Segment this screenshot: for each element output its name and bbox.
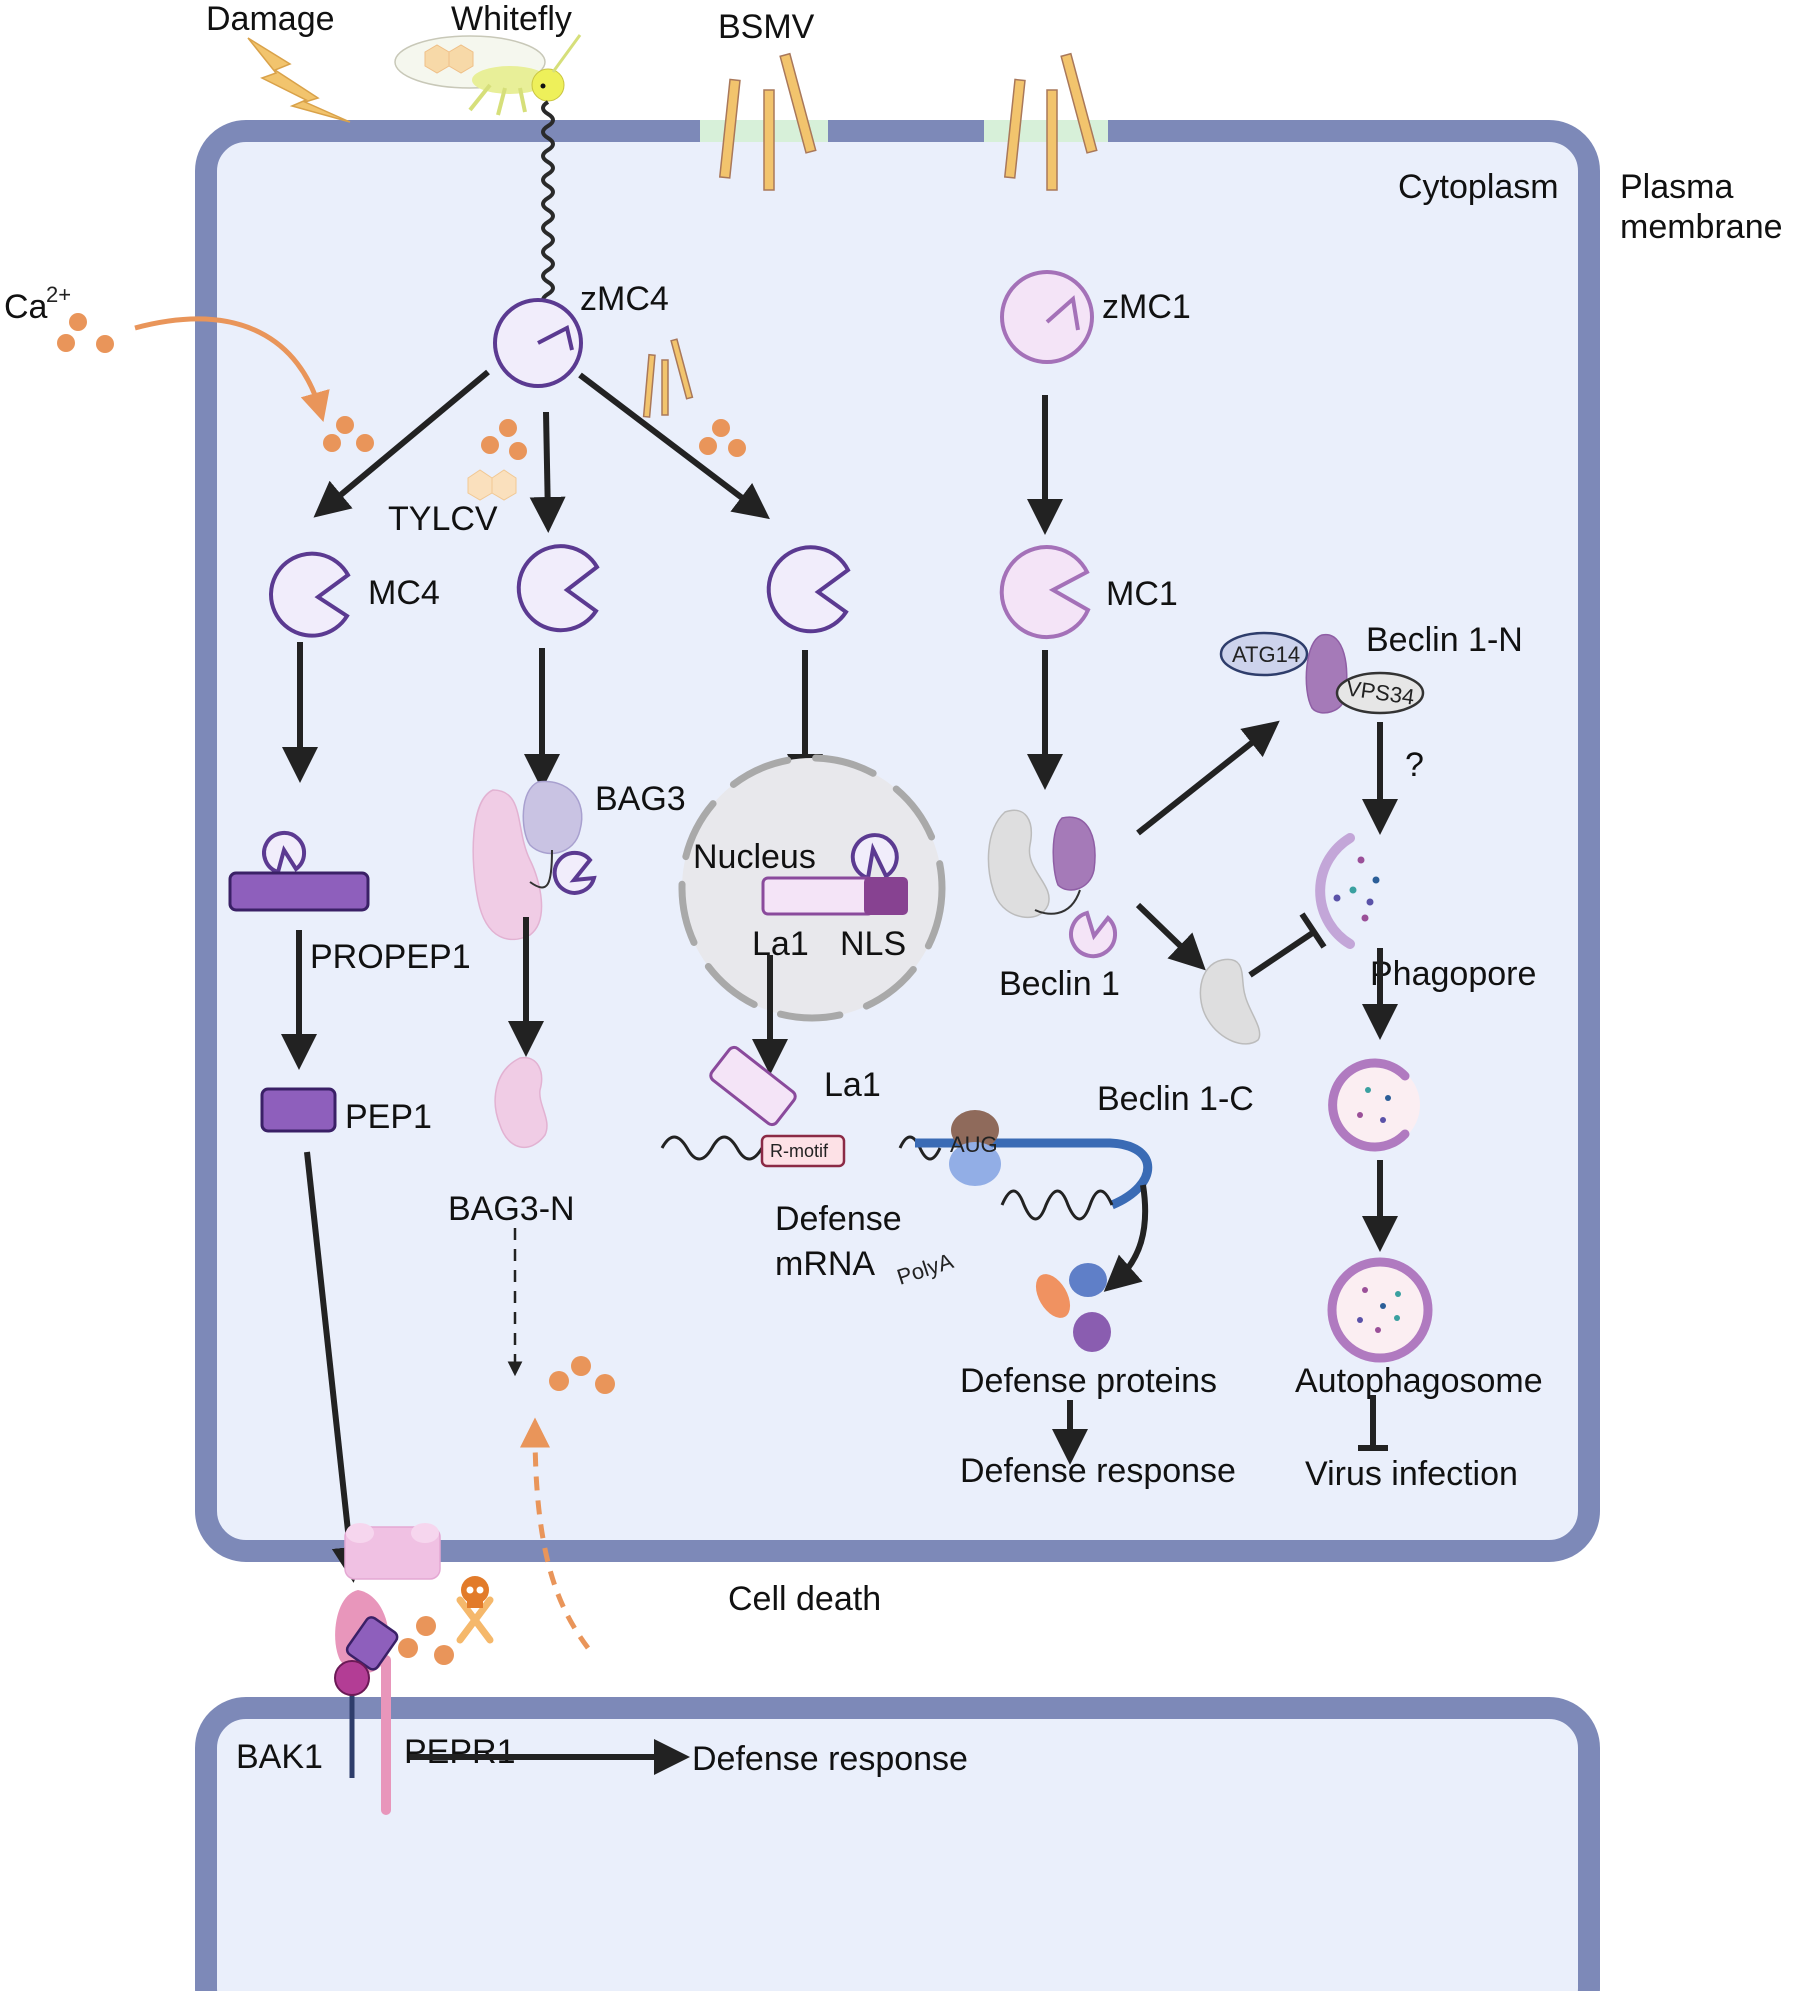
- bak1-label: BAK1: [236, 1738, 323, 1776]
- mc4-bsmv-icon: [766, 545, 851, 634]
- zmc4-icon: [493, 298, 583, 388]
- expanding-phagophore-icon: [1328, 1058, 1420, 1152]
- mc4-icon: [269, 551, 351, 638]
- beclin1-icon: [987, 809, 1118, 959]
- damage-label: Damage: [206, 0, 335, 38]
- defense-proteins-icon: [1035, 1263, 1111, 1352]
- inhibition-autophagosome-virus: [1358, 1395, 1388, 1451]
- calcium-charge: 2+: [46, 282, 71, 307]
- calcium-label: Ca: [4, 288, 48, 326]
- la1-label: La1: [824, 1066, 881, 1104]
- calcium-ions-extracellular: [398, 1616, 454, 1665]
- calcium-channel-icon: [344, 1523, 441, 1580]
- bak1-receptor-icon: [334, 1660, 370, 1778]
- pep1-icon: [260, 1087, 337, 1133]
- mrna-coding-region: [915, 1138, 1153, 1210]
- neighbor-cytoplasm: [206, 1708, 1589, 1991]
- beclin1-c-label-text: Beclin 1-C: [1097, 1080, 1254, 1118]
- arrow-beclin1-to-beclin1n: [1136, 720, 1280, 836]
- neighbor-defense-response-label: Defense response: [692, 1740, 968, 1778]
- propep1-label: PROPEP1: [310, 938, 471, 976]
- calcium-influx-arrow: [134, 316, 330, 423]
- arrow-zmc4-to-mc4: [313, 369, 490, 518]
- pepr1-receptor-icon: [335, 1590, 399, 1815]
- whitefly-icon: [394, 34, 582, 116]
- mc1-icon: [999, 545, 1091, 640]
- plasma-membrane: [195, 120, 1600, 1562]
- beclin1-c-icon: [1199, 958, 1261, 1045]
- mc4-label: MC4: [368, 574, 440, 612]
- mrna-3prime-tail: [1000, 1189, 1114, 1221]
- bsmv-label: BSMV: [718, 8, 815, 46]
- zmc1-label: zMC1: [1102, 288, 1191, 326]
- la1-icon: [709, 1045, 797, 1127]
- atg14-label: ATG14: [1232, 642, 1300, 667]
- bag3-complex-icon: [472, 780, 597, 941]
- calcium-ions-outside: [57, 313, 114, 353]
- autophagosome-label: Autophagosome: [1295, 1362, 1543, 1400]
- mc4-tylcv-icon: [516, 544, 600, 633]
- aug-label: AUG: [950, 1132, 998, 1157]
- zmc1-icon: [1000, 270, 1094, 364]
- inhibition-beclin1c-phagopore: [1248, 912, 1327, 978]
- skull-crossbones-icon: [456, 1576, 494, 1644]
- bag3-label: BAG3: [595, 780, 686, 818]
- beclin1-n-complex-icon: [1219, 631, 1425, 715]
- beclin1-n-label: Beclin 1-N: [1366, 621, 1523, 659]
- zmc4-label: zMC4: [580, 280, 669, 318]
- defense-response-label: Defense response: [960, 1452, 1236, 1490]
- pepr1-label: PEPR1: [404, 1733, 516, 1771]
- tylcv-label: TYLCV: [388, 500, 498, 538]
- defense-mrna-label-1: Defense: [775, 1200, 902, 1238]
- tylcv-virion-icon: [467, 469, 517, 501]
- unknown-step-label: ?: [1405, 746, 1424, 784]
- plasma-membrane-label-1: Plasma: [1620, 168, 1733, 206]
- phagopore-label: Phagopore: [1370, 955, 1536, 993]
- la1-nls-icon: [761, 833, 908, 916]
- pep1-label: PEP1: [345, 1098, 432, 1136]
- beclin1-label: Beclin 1: [999, 965, 1120, 1003]
- bag3-n-icon: [494, 1057, 548, 1149]
- virus-infection-label: Virus infection: [1305, 1455, 1518, 1493]
- arrow-pep1-to-pepr1: [304, 1151, 368, 1583]
- calcium-ions-tylcv: [481, 419, 527, 460]
- whitefly-label: Whitefly: [451, 0, 572, 38]
- cell-death-label: Cell death: [728, 1580, 881, 1618]
- arrow-zmc4-to-mc4-bsmv: [578, 372, 770, 520]
- cytoplasm-label: Cytoplasm: [1398, 168, 1559, 206]
- nls-label: NLS: [840, 925, 906, 963]
- propep1-icon: [228, 830, 370, 912]
- defense-proteins-label: Defense proteins: [960, 1362, 1217, 1400]
- bag3-n-label: BAG3-N: [448, 1190, 575, 1228]
- neighbor-membrane: [195, 1697, 1600, 1991]
- arrow-zmc4-to-mc4-tylcv: [529, 411, 566, 533]
- defense-mrna-label-2: mRNA: [775, 1245, 875, 1283]
- ribosome-icon: [949, 1110, 1001, 1186]
- bsmv-small-icon: [642, 338, 694, 418]
- arrow-beclin1-to-beclin1c: [1135, 902, 1206, 971]
- autophagosome-icon: [1327, 1257, 1433, 1363]
- r-motif-box: [760, 1134, 846, 1168]
- lightning-icon: [247, 37, 351, 123]
- mrna-5prime-utr: [660, 1135, 942, 1161]
- neighbor-cell: [195, 1697, 1600, 1991]
- calcium-ions-cytoplasm: [323, 416, 374, 452]
- calcium-ions-release: [549, 1356, 615, 1394]
- la1-nucleus-label: La1: [752, 925, 809, 963]
- plasma-membrane-label-2: membrane: [1620, 208, 1783, 246]
- mc1-label: MC1: [1106, 575, 1178, 613]
- bsmv-virion-icon-2: [1003, 52, 1098, 191]
- nucleus-label: Nucleus: [693, 838, 816, 876]
- r-motif-label: R-motif: [770, 1141, 829, 1161]
- arrow-translation: [1103, 1184, 1149, 1292]
- calcium-ions-right: [699, 419, 746, 457]
- whitefly-stylet: [541, 100, 555, 308]
- phagopore-icon: [1315, 833, 1380, 949]
- calcium-efflux-dashed-arrow: [520, 1417, 591, 1650]
- bsmv-virion-icon: [718, 52, 817, 191]
